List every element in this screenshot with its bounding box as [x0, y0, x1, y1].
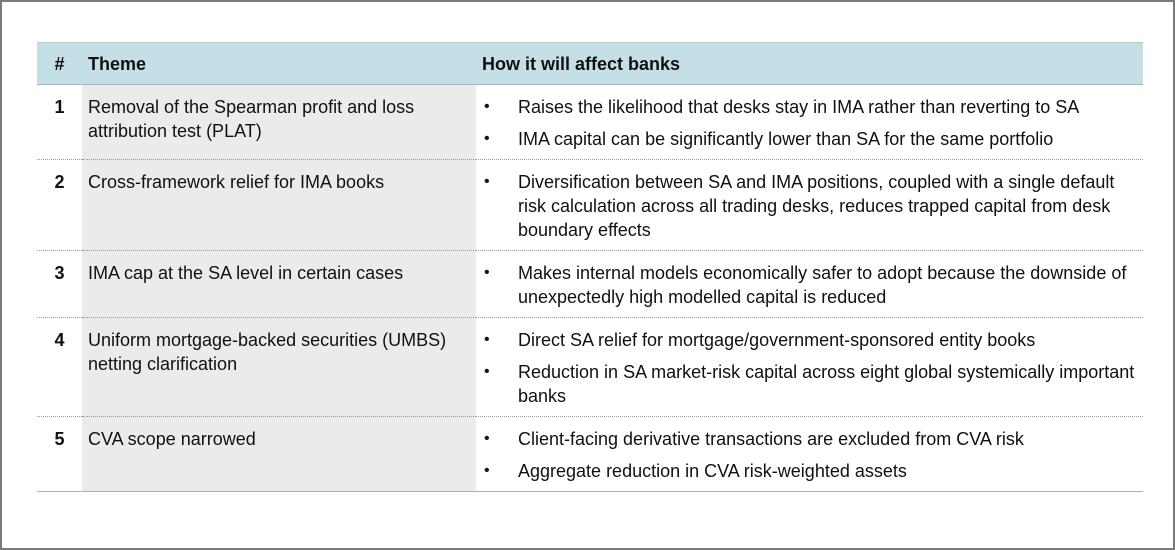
themes-table-container: # Theme How it will affect banks 1 Remov…: [37, 42, 1143, 492]
row-theme: Removal of the Spearman profit and loss …: [82, 84, 476, 160]
effect-text: Diversification between SA and IMA posit…: [518, 172, 1115, 240]
effect-text: Direct SA relief for mortgage/government…: [518, 330, 1036, 350]
table-header: # Theme How it will affect banks: [37, 42, 1143, 85]
bullet-icon: •: [484, 430, 490, 447]
effect-text: IMA capital can be significantly lower t…: [518, 129, 1054, 149]
table-body: 1 Removal of the Spearman profit and los…: [37, 84, 1143, 492]
table-row: 3 IMA cap at the SA level in certain cas…: [37, 250, 1143, 318]
effects-list: • Raises the likelihood that desks stay i…: [482, 95, 1137, 151]
effect-text: Client-facing derivative transactions ar…: [518, 429, 1024, 449]
row-theme: Cross-framework relief for IMA books: [82, 159, 476, 251]
effects-list: • Client-facing derivative transactions a…: [482, 427, 1137, 483]
table-row: 2 Cross-framework relief for IMA books •…: [37, 159, 1143, 251]
row-effects: • Raises the likelihood that desks stay i…: [476, 85, 1143, 160]
row-effects: • Client-facing derivative transactions a…: [476, 417, 1143, 492]
bullet-icon: •: [484, 98, 490, 115]
row-theme: Uniform mortgage-backed securities (UMBS…: [82, 317, 476, 417]
row-number: 4: [54, 330, 65, 350]
effect-text: Makes internal models economically safer…: [518, 263, 1127, 307]
effect-item: • Reduction in SA market-risk capital acr…: [482, 360, 1137, 408]
row-number: 3: [54, 263, 65, 283]
effect-item: • Aggregate reduction in CVA risk-weighte…: [482, 459, 1137, 483]
row-number: 1: [54, 97, 65, 117]
bullet-icon: •: [484, 462, 490, 479]
row-effects: • Diversification between SA and IMA posi…: [476, 160, 1143, 251]
bullet-icon: •: [484, 331, 490, 348]
bullet-icon: •: [484, 264, 490, 281]
effect-text: Aggregate reduction in CVA risk-weighted…: [518, 461, 907, 481]
row-number: 5: [54, 429, 65, 449]
effects-list: • Diversification between SA and IMA posi…: [482, 170, 1137, 242]
effect-item: • Direct SA relief for mortgage/governmen…: [482, 328, 1137, 352]
effects-list: • Makes internal models economically safe…: [482, 261, 1137, 309]
bullet-icon: •: [484, 130, 490, 147]
effect-item: • Raises the likelihood that desks stay i…: [482, 95, 1137, 119]
row-theme: IMA cap at the SA level in certain cases: [82, 250, 476, 318]
row-number: 2: [54, 172, 65, 192]
header-effect: How it will affect banks: [476, 42, 1143, 85]
effect-item: • Diversification between SA and IMA posi…: [482, 170, 1137, 242]
header-row: # Theme How it will affect banks: [37, 42, 1143, 85]
effects-list: • Direct SA relief for mortgage/governmen…: [482, 328, 1137, 408]
table-row: 1 Removal of the Spearman profit and los…: [37, 84, 1143, 160]
row-theme: CVA scope narrowed: [82, 416, 476, 492]
effect-item: • Client-facing derivative transactions a…: [482, 427, 1137, 451]
effect-item: • Makes internal models economically safe…: [482, 261, 1137, 309]
row-effects: • Direct SA relief for mortgage/governmen…: [476, 318, 1143, 417]
effect-item: • IMA capital can be significantly lower …: [482, 127, 1137, 151]
header-number: #: [37, 42, 82, 85]
row-effects: • Makes internal models economically safe…: [476, 251, 1143, 318]
effect-text: Reduction in SA market-risk capital acro…: [518, 362, 1135, 406]
table-row: 4 Uniform mortgage-backed securities (UM…: [37, 317, 1143, 417]
bullet-icon: •: [484, 363, 490, 380]
bullet-icon: •: [484, 173, 490, 190]
themes-table: # Theme How it will affect banks 1 Remov…: [37, 42, 1143, 492]
header-theme: Theme: [82, 42, 476, 85]
effect-text: Raises the likelihood that desks stay in…: [518, 97, 1080, 117]
table-row: 5 CVA scope narrowed • Client-facing deri…: [37, 416, 1143, 492]
